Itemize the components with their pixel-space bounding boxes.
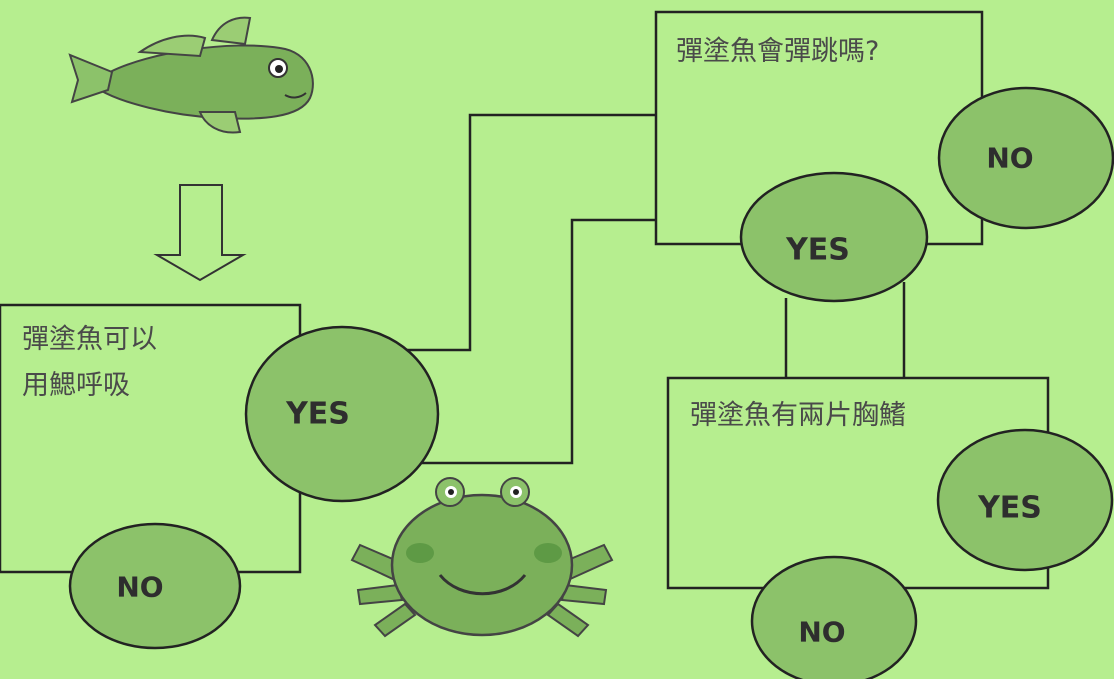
q3-text: 彈塗魚有兩片胸鰭 [690, 400, 906, 431]
crab-icon [350, 477, 614, 638]
q2-yes-oval [739, 171, 929, 303]
q2-yes-label: YES [785, 233, 850, 268]
q1-no-oval [68, 522, 242, 650]
q2-text: 彈塗魚會彈跳嗎? [676, 36, 880, 67]
q1-yes-oval [244, 325, 440, 503]
q1-text-line-2: 用鰓呼吸 [22, 370, 130, 401]
q3-no-oval [750, 555, 918, 679]
answer-ovals [68, 86, 1114, 679]
connectors [400, 113, 906, 465]
q2-no-oval [937, 86, 1114, 230]
q1-yes-label: YES [285, 397, 350, 432]
connector-crab-to-q2 [420, 218, 656, 465]
q1-text-line-1: 彈塗魚可以 [22, 324, 157, 355]
mudskipper-icon [68, 16, 314, 134]
q3-yes-oval [936, 428, 1114, 572]
q3-yes-label: YES [977, 491, 1042, 526]
q2-no-label: NO [986, 142, 1033, 175]
connector-q1-yes-to-q2 [400, 113, 656, 352]
down-arrow-icon [153, 184, 247, 282]
q1-no-label: NO [116, 571, 163, 604]
q3-no-label: NO [798, 616, 845, 649]
